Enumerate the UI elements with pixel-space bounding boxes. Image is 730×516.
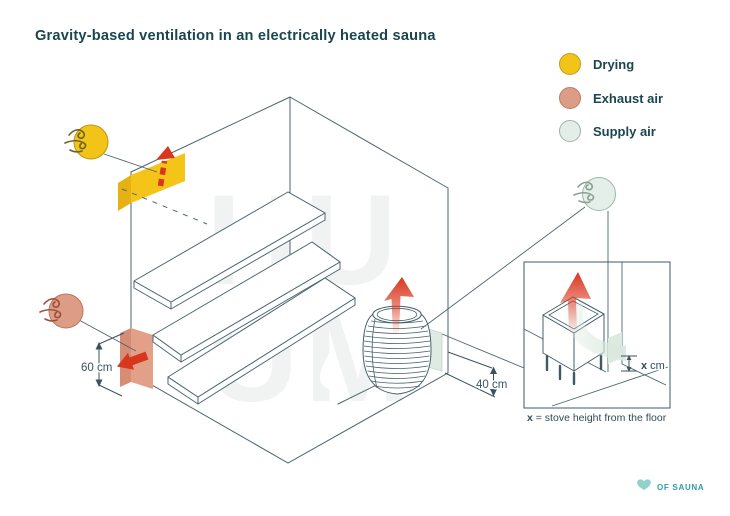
legend-swatch-drying — [559, 53, 581, 75]
room-top-left-edge — [130, 96, 291, 173]
stove-inset-detail: x cm x = stove height from the floor — [523, 261, 671, 424]
sauna-benches — [133, 191, 356, 405]
wind-icon — [573, 181, 595, 204]
drying-circle — [64, 124, 109, 160]
air-circles — [39, 124, 616, 329]
drying-vent — [118, 146, 208, 225]
dim60-ext-bottom — [98, 384, 123, 397]
inset-caption: x = stove height from the floor — [527, 412, 667, 424]
drying-vent-patch — [131, 153, 185, 203]
inset-x-dim-label: x cm — [641, 360, 665, 372]
drying-airflow-arrow-head — [156, 146, 175, 160]
exhaust-height-label: 60 cm — [81, 362, 112, 374]
room-top-right-edge — [289, 96, 449, 189]
inset-stove-legs — [545, 353, 603, 386]
stove-heat-arrow — [384, 277, 414, 336]
wind-icon — [39, 298, 62, 322]
legend-label-supply: Supply air — [593, 124, 656, 139]
legend-swatch-exhaust — [559, 87, 581, 109]
callout-line-exhaust — [78, 319, 137, 352]
drying-vent-patch-side — [118, 175, 131, 211]
page-title: Gravity-based ventilation in an electric… — [35, 28, 436, 44]
callout-lines — [78, 153, 609, 369]
callout-line-drying — [103, 153, 158, 173]
stove-ribs — [363, 320, 431, 389]
bench-middle — [152, 241, 341, 363]
stove-body — [362, 313, 432, 395]
dim60-arrow-up — [95, 342, 103, 350]
exhaust-height-dimension: 60 cm — [80, 332, 125, 397]
supply-circle — [573, 177, 616, 211]
legend-swatch-supply — [559, 120, 581, 142]
inset-supply-air-band — [567, 303, 626, 361]
legend-label-exhaust: Exhaust air — [593, 91, 663, 106]
exhaust-airflow-arrow — [116, 351, 149, 370]
heart-icon — [637, 479, 651, 490]
inset-stove — [542, 296, 605, 386]
wind-icon — [64, 129, 87, 153]
bench-top — [133, 191, 326, 310]
stove-seam — [371, 318, 378, 389]
inset-x-dimension: x cm — [621, 355, 666, 374]
dim40-arrow-down — [490, 389, 497, 397]
exhaust-circle — [39, 293, 84, 329]
supply-height-dimension: 40 cm — [444, 351, 509, 398]
inset-heat-arrow — [560, 272, 591, 334]
dim40-arrow-up — [490, 366, 497, 374]
callout-line-vent-to-inset — [441, 333, 525, 369]
legend: Drying Exhaust air Supply air — [559, 53, 663, 142]
dim60-ext-top — [98, 332, 125, 345]
dim40-ext-top — [447, 351, 493, 369]
drying-airflow-arrow-shaft — [157, 160, 168, 187]
hidden-duct-dashed-line — [121, 188, 208, 225]
brand-text: OF SAUNA — [657, 483, 704, 492]
supply-height-label: 40 cm — [476, 379, 507, 391]
brand-footer: OF SAUNA — [637, 479, 704, 492]
bench-bottom — [167, 277, 356, 405]
legend-label-drying: Drying — [593, 57, 634, 72]
dim60-arrow-down — [95, 379, 103, 387]
exhaust-vent — [116, 328, 153, 389]
callout-line-vent-to-circle — [420, 206, 586, 330]
room-floor-front-edges — [130, 372, 449, 464]
water-drop-icon — [320, 349, 342, 389]
dim40-ext-bottom — [444, 372, 496, 398]
